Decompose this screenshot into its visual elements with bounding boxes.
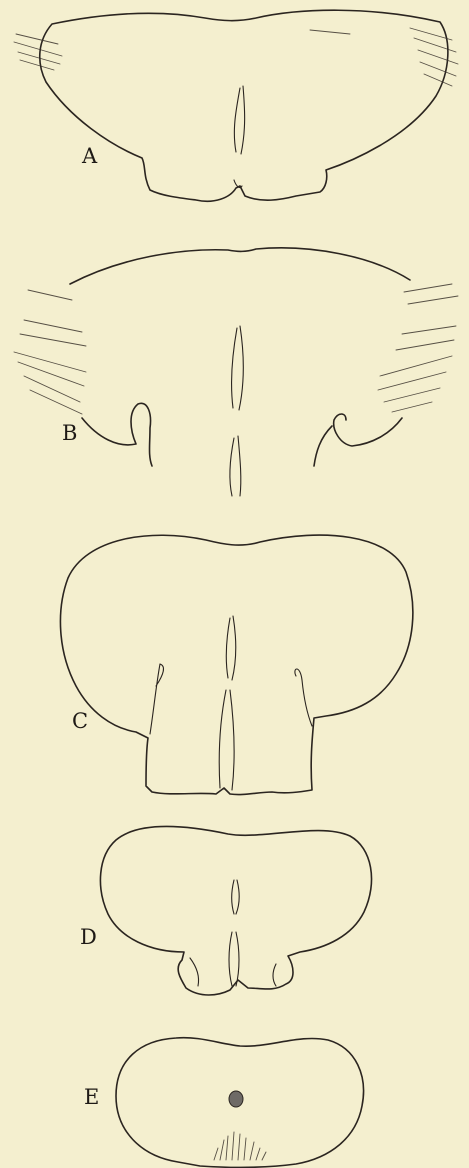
figure-label-e: E — [84, 1085, 99, 1109]
figure-b-hatching-right — [378, 284, 458, 412]
figure-d-outline — [100, 827, 371, 996]
figure-a-midline — [234, 86, 244, 154]
figure-c-right-slit — [295, 669, 312, 726]
figure-d-inner-right — [273, 964, 276, 986]
figure-b-hatching-left — [14, 290, 86, 414]
figure-label-b: B — [62, 421, 77, 445]
figure-e-fringe — [214, 1132, 266, 1160]
figure-e-central-spot — [229, 1091, 243, 1107]
figure-b-outline-top — [70, 248, 410, 284]
figure-e: E — [84, 1038, 364, 1168]
figure-b: B — [14, 248, 458, 496]
figure-c: C — [60, 535, 412, 794]
figure-d-inner-left — [190, 958, 199, 986]
figure-c-left-slit — [150, 664, 163, 734]
figure-label-d: D — [80, 925, 97, 949]
figure-d-midline-lower — [229, 932, 239, 986]
figure-label-c: C — [72, 709, 88, 733]
figure-c-midline-upper — [226, 616, 236, 680]
figure-c-outline — [60, 535, 412, 794]
figure-b-outline-left — [82, 403, 152, 466]
figure-b-outline-right — [314, 414, 402, 466]
figure-d-midline-upper — [232, 880, 239, 914]
figure-a-hatching-right — [310, 28, 458, 86]
figure-c-midline-lower — [219, 690, 234, 790]
figure-label-a: A — [81, 144, 98, 168]
figure-b-lower-slit — [230, 436, 241, 496]
figure-b-midline — [232, 326, 244, 410]
figure-d: D — [80, 827, 372, 996]
figure-a: A — [14, 10, 458, 201]
figure-a-hatching-left — [14, 34, 62, 70]
